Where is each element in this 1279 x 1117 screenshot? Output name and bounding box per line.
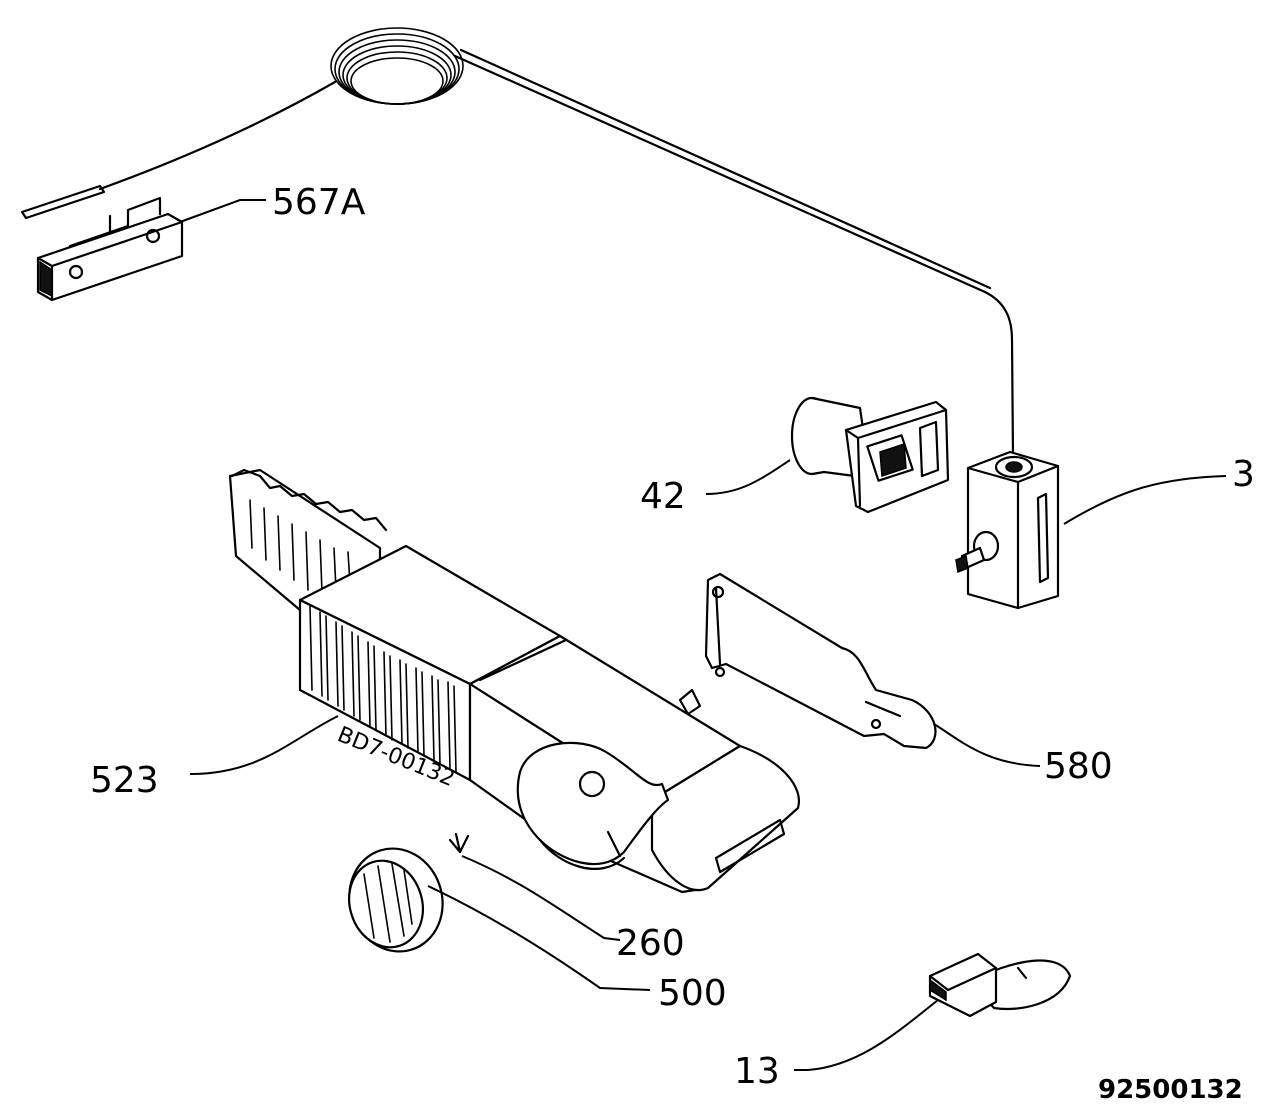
label-260: 260 <box>616 923 685 964</box>
leader-lines <box>179 199 1227 1071</box>
capillary-tube <box>20 27 1015 457</box>
label-500: 500 <box>658 973 727 1014</box>
label-42: 42 <box>640 476 686 517</box>
housing: BD7-00132 <box>228 468 800 894</box>
switch <box>928 952 1072 1018</box>
thermostat <box>955 450 1060 610</box>
lamp-holder <box>790 396 950 514</box>
label-3: 3 <box>1232 454 1255 495</box>
label-580: 580 <box>1044 746 1113 787</box>
screw <box>448 832 470 854</box>
label-523: 523 <box>90 760 159 801</box>
knob <box>348 847 444 953</box>
label-13: 13 <box>734 1051 780 1092</box>
label-567a: 567A <box>272 182 366 223</box>
cover-plate <box>704 572 937 750</box>
reference-number: 92500132 <box>1098 1075 1243 1105</box>
capillary-clip <box>36 196 184 302</box>
